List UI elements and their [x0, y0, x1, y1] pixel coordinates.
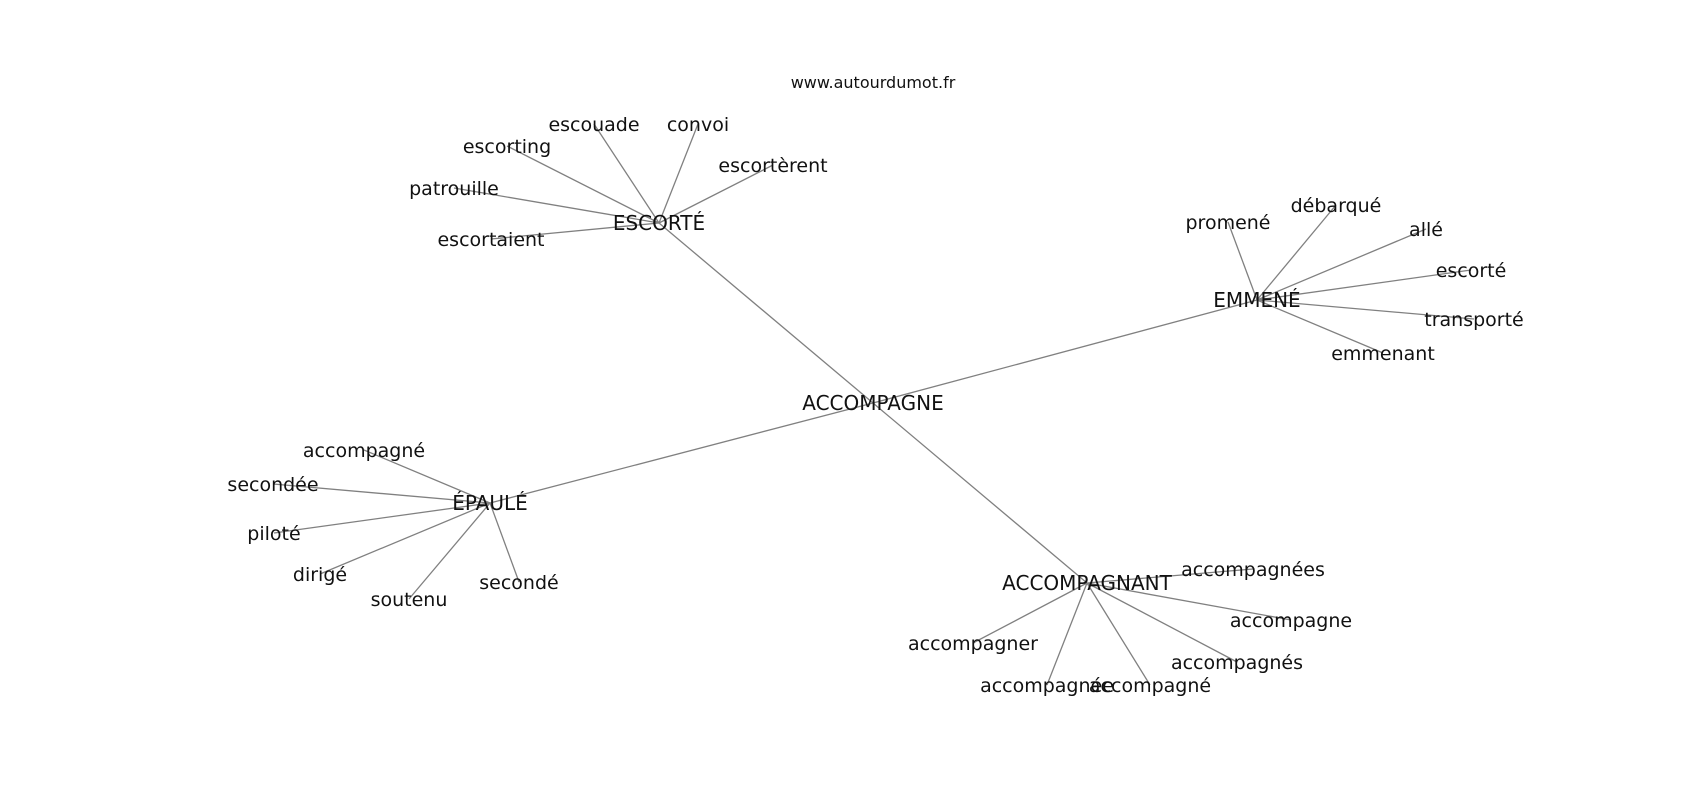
- edge-hub-to-leaf: [1086, 582, 1151, 686]
- leaf-word: secondé: [479, 572, 558, 594]
- edge-hub-to-leaf: [1256, 299, 1475, 320]
- leaf-word: escortaient: [437, 229, 544, 251]
- leaf-word: escorting: [463, 136, 551, 158]
- edge-hub-to-leaf: [319, 502, 491, 575]
- edge-hub-to-leaf: [972, 582, 1088, 644]
- leaf-word: accompagnée: [980, 675, 1114, 697]
- edge-hub-to-leaf: [273, 502, 491, 534]
- edge-hub-to-leaf: [593, 123, 660, 224]
- edge-hub-to-leaf: [658, 164, 774, 224]
- leaf-word: escortèrent: [718, 155, 827, 177]
- leaf-word: escouade: [548, 114, 639, 136]
- edge-hub-to-leaf: [1086, 582, 1238, 663]
- edge-hub-to-leaf: [489, 502, 520, 583]
- edge-hub-to-leaf: [1086, 582, 1292, 621]
- leaf-word: accompagnés: [1171, 652, 1303, 674]
- edge-center-to-hub: [872, 299, 1258, 404]
- edge-hub-to-leaf: [453, 187, 660, 224]
- edge-center-to-hub: [872, 402, 1088, 584]
- leaf-word: soutenu: [371, 589, 448, 611]
- source-website: www.autourdumot.fr: [791, 73, 956, 92]
- edge-hub-to-leaf: [1256, 269, 1472, 301]
- edge-hub-to-leaf: [1046, 582, 1088, 686]
- leaf-word: promené: [1185, 212, 1270, 234]
- edge-hub-to-leaf: [658, 123, 699, 224]
- edge-hub-to-leaf: [408, 502, 491, 600]
- leaf-word: transporté: [1424, 309, 1523, 331]
- leaf-word: accompagner: [908, 633, 1038, 655]
- leaf-word: emmenant: [1331, 343, 1435, 365]
- hub-word: ESCORTÉ: [613, 211, 705, 235]
- edge-hub-to-leaf: [363, 449, 491, 504]
- edge-hub-to-leaf: [1256, 299, 1384, 354]
- leaf-word: secondée: [227, 474, 318, 496]
- edge-hub-to-leaf: [506, 145, 660, 224]
- edge-hub-to-leaf: [272, 483, 491, 504]
- leaf-word: dirigé: [293, 564, 347, 586]
- leaf-word: accompagnées: [1181, 559, 1325, 581]
- edge-hub-to-leaf: [1086, 568, 1254, 584]
- edge-hub-to-leaf: [1256, 204, 1337, 301]
- edge-hub-to-leaf: [490, 222, 660, 240]
- leaf-word: accompagné: [303, 440, 425, 462]
- hub-word: ÉPAULÉ: [452, 491, 528, 515]
- leaf-word: convoi: [667, 114, 729, 136]
- leaf-word: accompagne: [1230, 610, 1352, 632]
- leaf-word: allé: [1409, 219, 1443, 241]
- leaf-word: escorté: [1436, 260, 1507, 282]
- leaf-word: patrouille: [409, 178, 499, 200]
- edge-center-to-hub: [489, 402, 874, 504]
- leaf-word: débarqué: [1291, 195, 1382, 217]
- edge-hub-to-leaf: [1256, 228, 1427, 301]
- labels-layer: ACCOMPAGNE ESCORTÉ escouade convoi escorting…: [227, 114, 1523, 697]
- center-word: ACCOMPAGNE: [802, 391, 943, 415]
- hub-word: ACCOMPAGNANT: [1002, 571, 1172, 595]
- edge-center-to-hub: [658, 222, 874, 404]
- leaf-word: accompagné: [1089, 675, 1211, 697]
- hub-word: EMMENÉ: [1213, 288, 1300, 312]
- leaf-word: piloté: [247, 523, 300, 545]
- edges-layer: [272, 123, 1475, 686]
- edge-hub-to-leaf: [1227, 221, 1258, 301]
